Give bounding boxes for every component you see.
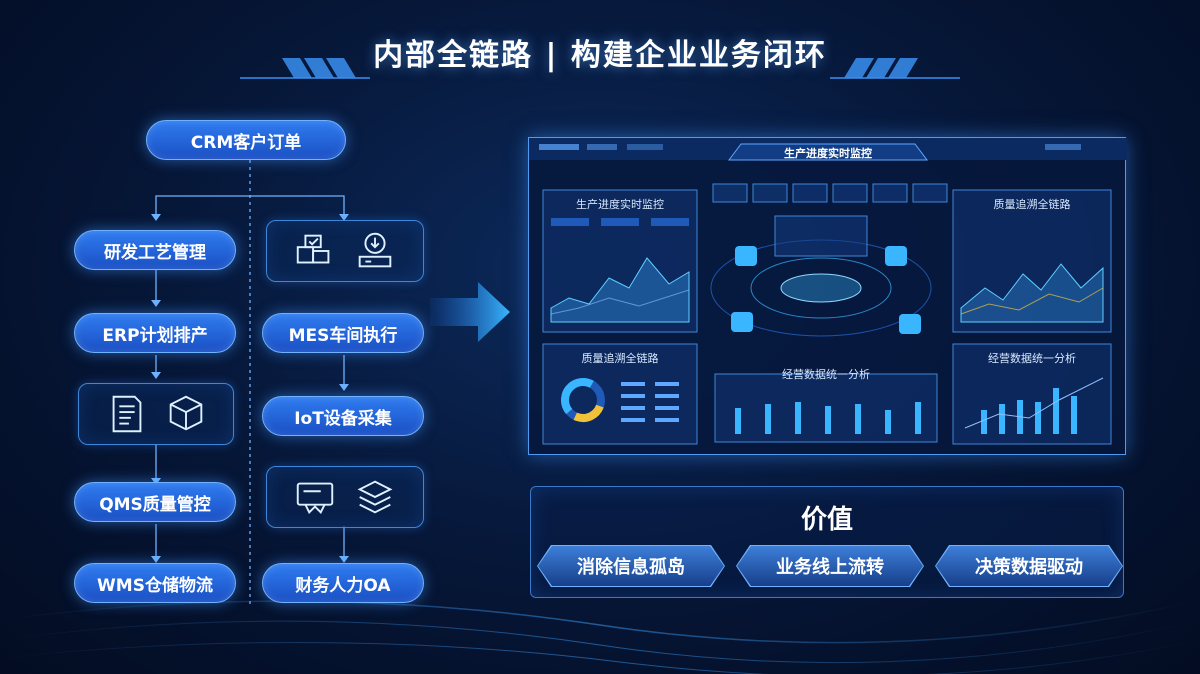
value-item-2[interactable]: 业务线上流转 [737, 546, 923, 586]
server-download-icon [358, 232, 392, 268]
layers-icon [357, 480, 393, 514]
flow-node-mes[interactable]: MES车间执行 [262, 313, 424, 353]
value-item-1[interactable]: 消除信息孤岛 [538, 546, 724, 586]
panel-production-title: 生产进度实时监控 [576, 197, 664, 211]
panel-ops-right-title: 经营数据统一分析 [988, 351, 1076, 365]
flow-node-iot[interactable]: IoT设备采集 [262, 396, 424, 436]
flow-node-finance[interactable]: 财务人力OA [262, 563, 424, 603]
certificate-icon [296, 482, 334, 514]
boxes-checklist-icon [296, 234, 330, 264]
icon-box-top-right [266, 220, 424, 282]
dashboard-main-title: 生产进度实时监控 [784, 146, 872, 160]
panel-quality-bottom-title: 质量追溯全链路 [582, 351, 659, 365]
flow-node-wms[interactable]: WMS仓储物流 [74, 563, 236, 603]
dashboard-graphics: 生产进度实时监控 生产进度实时监控 质量追溯全链路 [529, 138, 1127, 445]
value-title: 价值 [800, 505, 853, 535]
flow-node-qms[interactable]: QMS质量管控 [74, 482, 236, 522]
flow-node-erp[interactable]: ERP计划排产 [74, 313, 236, 353]
icon-box-middle-left [78, 383, 234, 445]
dashboard-screen: 生产进度实时监控 生产进度实时监控 质量追溯全链路 [528, 137, 1127, 455]
flow-node-rd[interactable]: 研发工艺管理 [74, 230, 236, 270]
flow-node-crm[interactable]: CRM客户订单 [146, 120, 346, 160]
panel-ops-center-title: 经营数据统一分析 [782, 367, 870, 381]
icon-box-lower-right [266, 466, 424, 528]
document-icon [112, 395, 141, 433]
cube-icon [169, 395, 202, 431]
page-title: 内部全链路 | 构建企业业务闭环 [373, 38, 827, 73]
panel-quality-top-title: 质量追溯全链路 [994, 197, 1071, 211]
value-item-3[interactable]: 决策数据驱动 [936, 546, 1122, 586]
